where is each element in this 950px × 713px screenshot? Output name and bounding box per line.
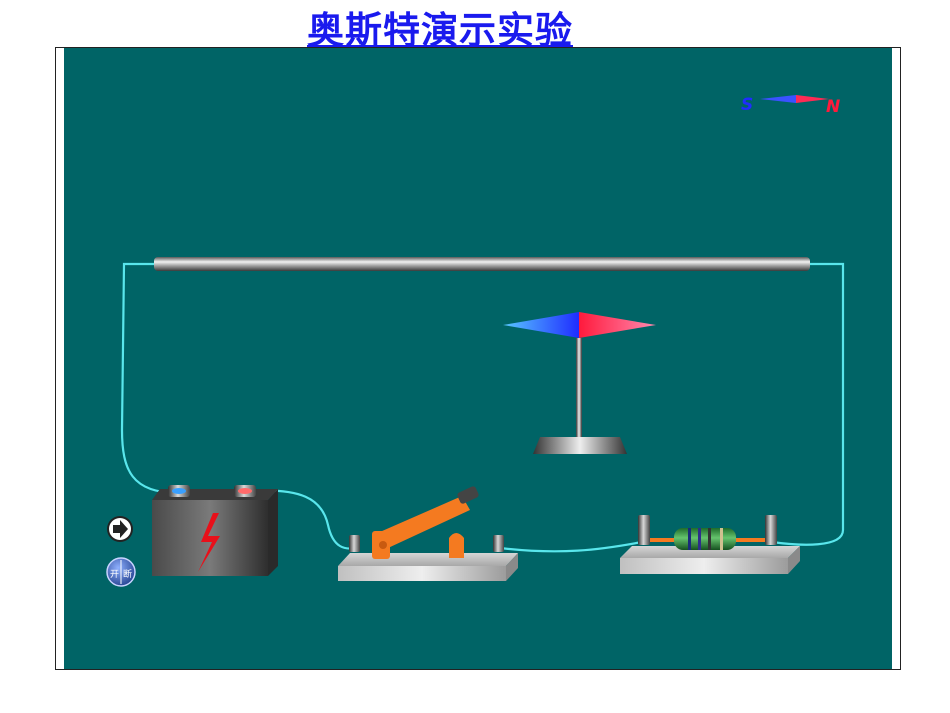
wire-battery-to-switch: [249, 489, 357, 550]
knife-switch[interactable]: [338, 485, 518, 581]
switch-handle[interactable]: [456, 485, 479, 504]
page-title: 奥斯特演示实验: [307, 8, 573, 52]
switch-terminal-right: [493, 535, 504, 552]
arrow-right-icon: [113, 520, 128, 538]
compass-north-label: N: [826, 97, 840, 117]
switch-blade[interactable]: [380, 496, 470, 548]
wire-right: [771, 262, 845, 546]
resistor-post-right: [765, 515, 777, 545]
wire-left: [120, 262, 179, 495]
battery: [152, 485, 278, 576]
resistor-post-left: [638, 515, 650, 545]
switch-contact-clip: [449, 533, 464, 558]
conducting-rod: [154, 257, 810, 271]
magnetic-needle: [503, 312, 656, 454]
resistor: [620, 515, 800, 574]
compass-indicator: S N: [741, 95, 840, 117]
compass-south-label: S: [741, 95, 753, 115]
needle-stand-pole: [576, 338, 582, 438]
switch-terminal-left: [349, 535, 360, 552]
needle-north-half: [579, 312, 656, 338]
needle-stand-base: [533, 437, 627, 454]
resistor-body: [674, 528, 736, 550]
lightning-icon: [198, 513, 220, 572]
compass-south-needle: [760, 95, 796, 103]
toggle-circuit-button[interactable]: 开 断: [106, 557, 136, 587]
wire-switch-to-resistor: [499, 540, 643, 553]
play-button[interactable]: [107, 516, 133, 542]
toggle-label-on: 开: [110, 569, 119, 580]
needle-south-half: [503, 312, 579, 338]
toggle-label-off: 断: [123, 568, 132, 580]
compass-north-needle: [796, 95, 829, 103]
